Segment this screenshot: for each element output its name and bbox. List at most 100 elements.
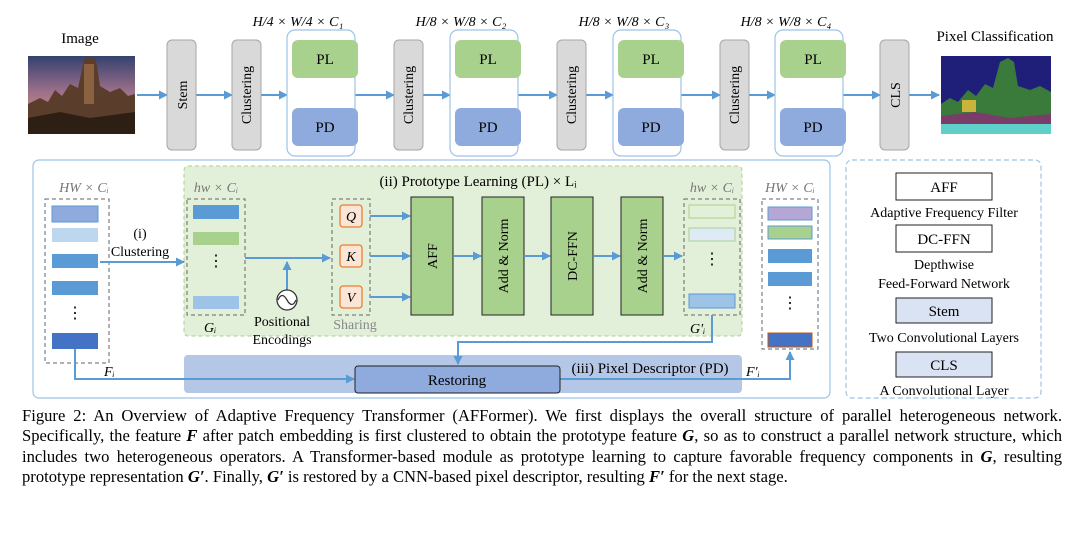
- g-label: Gᵢ: [204, 321, 216, 336]
- stage-4-dims: H/8 × W/8 × C₄: [740, 15, 832, 30]
- q-box: [339, 204, 363, 228]
- pd-title: (iii) Pixel Descriptor (PD): [571, 361, 728, 377]
- sharing-text: Sharing: [333, 318, 377, 333]
- restoring-label: Restoring: [428, 373, 487, 389]
- g-dots: ⋮: [208, 253, 224, 270]
- f-prime-label: F′ᵢ: [745, 365, 760, 380]
- stage-2-pd: [455, 108, 521, 146]
- stage-1-pl-label: PL: [316, 52, 334, 68]
- aff-block: AFF: [410, 196, 454, 316]
- add-norm-block-2: Add & Norm: [620, 196, 664, 316]
- caption-part-3: , so as to construct a parallel network …: [22, 426, 1063, 466]
- feature-f-prime: ⋮: [761, 198, 819, 350]
- dc-ffn-label: DC-FFN: [566, 231, 581, 281]
- stage-3: H/8 × W/8 × C₃ Clustering PL PD: [556, 15, 684, 157]
- legend-stem-desc: Two Convolutional Layers: [869, 331, 1019, 346]
- legend-dcffn: DC-FFN Depthwise Feed-Forward Network: [878, 224, 1010, 292]
- legend-aff-label: AFF: [930, 180, 958, 196]
- legend-stem: Stem Two Convolutional Layers: [869, 297, 1019, 346]
- stage-2-dims: H/8 × W/8 × C₂: [415, 15, 507, 30]
- legend-dcffn-desc2: Feed-Forward Network: [878, 277, 1010, 292]
- clustering-num: (i): [133, 227, 147, 242]
- hw-small-out-label: hw × Cᵢ: [690, 181, 734, 196]
- hw-small-label: hw × Cᵢ: [194, 181, 238, 196]
- stage-3-pd-label: PD: [641, 120, 660, 136]
- stem-block: Stem: [166, 39, 197, 151]
- k-label: K: [345, 250, 356, 265]
- stage-2-pl: [455, 40, 521, 78]
- legend-aff: AFF Adaptive Frequency Filter: [870, 172, 1018, 221]
- add-norm-label-2: Add & Norm: [636, 219, 651, 294]
- stage-4: H/8 × W/8 × C₄ Clustering PL PD: [719, 15, 846, 157]
- caption-part-4: , resulting prototype representation: [22, 446, 1062, 487]
- hw-out-label: HW × Cᵢ: [764, 181, 815, 196]
- v-box: [339, 285, 363, 309]
- stage-2-clustering: Clustering: [402, 66, 417, 124]
- stem-label: Stem: [176, 81, 191, 110]
- qkv-group: Q K V: [331, 198, 371, 316]
- caption-sym-g2: G: [980, 446, 993, 466]
- stage-4-pl: [780, 40, 846, 78]
- add-norm-label-1: Add & Norm: [497, 219, 512, 294]
- caption-sym-g3: G′: [187, 467, 205, 487]
- f-label: Fᵢ: [103, 365, 115, 380]
- hw-in-label: HW × Cᵢ: [58, 181, 109, 196]
- stage-2-pl-label: PL: [479, 52, 497, 68]
- input-image: [28, 56, 135, 134]
- cls-block: CLS: [879, 39, 910, 151]
- stage-3-clustering: Clustering: [565, 66, 580, 124]
- feature-f: ⋮: [44, 198, 110, 364]
- qkv-arrows-out: [370, 211, 411, 302]
- caption-part-1: Figure 2: An Overview of Adaptive Freque…: [22, 406, 1062, 446]
- legend-cls: CLS A Convolutional Layer: [879, 351, 1009, 399]
- aff-block-label: AFF: [426, 243, 441, 269]
- image-label: Image: [61, 31, 99, 47]
- caption-sym-g: G: [682, 426, 695, 446]
- segmentation-output: [941, 56, 1051, 134]
- stage-1-pl: [292, 40, 358, 78]
- legend-cls-desc: A Convolutional Layer: [879, 384, 1008, 399]
- stage-1-clustering: Clustering: [240, 66, 255, 124]
- positional-text: Positional: [254, 315, 310, 330]
- legend-stem-label: Stem: [929, 304, 960, 320]
- v-label: V: [347, 291, 357, 306]
- stage-3-pl: [618, 40, 684, 78]
- encodings-text: Encodings: [252, 333, 311, 348]
- stage-3-dims: H/8 × W/8 × C₃: [578, 15, 670, 30]
- k-box: [339, 244, 363, 268]
- restoring-arrows: [74, 315, 795, 384]
- g-prime-label: G′ᵢ: [690, 322, 705, 337]
- caption-part-2: after patch embedding is first clustered…: [197, 426, 683, 446]
- clustering-text: Clustering: [111, 245, 169, 260]
- caption-part-7: for the next stage.: [664, 467, 788, 487]
- legend-panel: [845, 159, 1042, 399]
- caption-sym-f2: F′: [648, 467, 665, 487]
- stage-4-pd-label: PD: [803, 120, 822, 136]
- prototype-g-prime: ⋮: [683, 198, 741, 316]
- stage-1-dims: H/4 × W/4 × C₁: [252, 15, 344, 30]
- dc-ffn-block: DC-FFN: [550, 196, 594, 316]
- stage-3-pl-label: PL: [642, 52, 660, 68]
- legend-dcffn-label: DC-FFN: [917, 232, 971, 248]
- figure-caption: Figure 2: An Overview of Adaptive Freque…: [22, 406, 1062, 488]
- pl-region: [183, 165, 743, 337]
- legend-dcffn-desc1: Depthwise: [914, 258, 974, 273]
- stage-2: H/8 × W/8 × C₂ Clustering PL PD: [393, 15, 521, 157]
- f-prime-dots: ⋮: [782, 295, 798, 312]
- pixel-classification-label: Pixel Classification: [936, 29, 1054, 45]
- stage-3-pd: [618, 108, 684, 146]
- stage-2-pd-label: PD: [478, 120, 497, 136]
- caption-sym-f: F: [186, 426, 198, 446]
- f-dots: ⋮: [67, 305, 83, 322]
- legend-cls-label: CLS: [930, 358, 958, 374]
- cls-label: CLS: [889, 82, 904, 108]
- prototype-g: ⋮: [186, 198, 246, 316]
- qkv-arrows-in: [245, 253, 331, 290]
- stage-4-clustering: Clustering: [728, 66, 743, 124]
- stage-1-pd-label: PD: [315, 120, 334, 136]
- add-norm-block-1: Add & Norm: [481, 196, 525, 316]
- g-prime-dots: ⋮: [704, 251, 720, 268]
- legend-aff-desc: Adaptive Frequency Filter: [870, 206, 1018, 221]
- stage-1: H/4 × W/4 × C₁ Clustering PL PD: [231, 15, 358, 157]
- stage-4-pd: [780, 108, 846, 146]
